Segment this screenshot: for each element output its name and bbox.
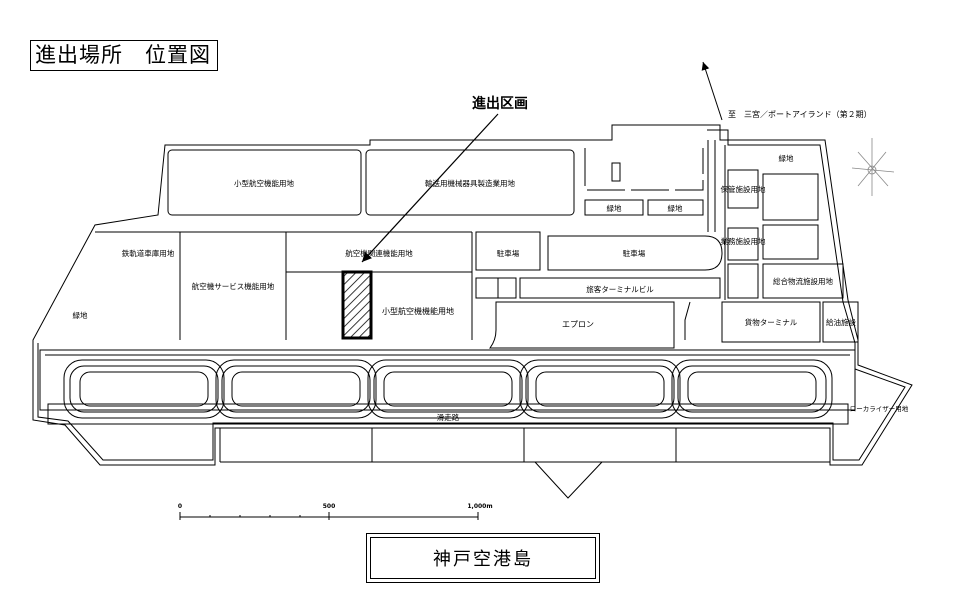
block-apron <box>489 301 675 349</box>
label-logistics: 総合物流施設用地 <box>773 276 833 286</box>
island-inner-outline <box>37 129 906 461</box>
bottom-tip <box>534 461 603 499</box>
label-green-left: 緑地 <box>73 310 88 320</box>
label-direction: 至 三宮／ポートアイランド（第２期） <box>728 109 872 119</box>
label-aviation-service: 航空機サービス機能用地 <box>192 281 275 291</box>
label-localizer: ローカライザー用地 <box>850 404 909 413</box>
block-transport <box>365 149 575 216</box>
small-structure <box>611 162 621 182</box>
map-title: 進出場所 位置図 <box>30 40 218 71</box>
block-terminal <box>519 277 721 299</box>
island-name: 神戸空港島 <box>370 537 596 579</box>
block-top-dashed <box>584 148 704 191</box>
label-small-aircraft-top: 小型航空機能用地 <box>234 178 294 188</box>
label-aviation-related: 航空機関連機能用地 <box>345 248 413 258</box>
runway-strip <box>39 349 856 411</box>
target-arrow <box>361 113 499 263</box>
scale-end: 1,000m <box>467 503 492 510</box>
label-parking-2: 駐車場 <box>623 248 646 258</box>
label-target: 進出区画 <box>472 95 528 112</box>
island-outline <box>32 124 913 466</box>
runway <box>47 403 849 425</box>
label-business-facility: 業務施設用地 <box>721 236 766 246</box>
label-small-aircraft-target: 小型航空機機能用地 <box>382 306 454 316</box>
label-apron: エプロン <box>562 320 594 329</box>
label-parking-1: 駐車場 <box>497 248 520 258</box>
scale-zero: 0 <box>178 503 182 510</box>
block-green-top-2 <box>647 199 704 216</box>
island-name-box: 神戸空港島 <box>366 533 600 583</box>
block-small-aircraft-top <box>167 149 362 216</box>
label-refuel: 給油施設 <box>826 317 856 327</box>
label-green-right: 緑地 <box>779 153 794 163</box>
block-refuel <box>822 301 859 343</box>
label-fuel-facility: 保管施設用地 <box>721 184 766 194</box>
direction-arrow <box>701 61 723 121</box>
target-parcel <box>341 270 373 340</box>
block-green-top-1 <box>584 199 644 216</box>
scale-mid: 500 <box>323 503 336 510</box>
block-parking <box>547 235 723 271</box>
label-green-top-2: 緑地 <box>668 203 683 213</box>
label-rail-storage: 鉄軌道車庫用地 <box>122 248 175 258</box>
compass-icon <box>851 138 895 196</box>
label-terminal: 旅客ターミナルビル <box>586 284 654 294</box>
label-cargo: 貨物ターミナル <box>745 317 798 327</box>
taxiway-loops <box>63 359 833 419</box>
label-green-top-1: 緑地 <box>607 203 622 213</box>
label-taxiway: 滑走路 <box>437 412 460 422</box>
block-logistics <box>762 263 844 299</box>
scale-bar <box>179 512 479 520</box>
block-cargo <box>721 301 821 343</box>
label-transport: 輸送用機械器具製造業用地 <box>425 178 515 188</box>
